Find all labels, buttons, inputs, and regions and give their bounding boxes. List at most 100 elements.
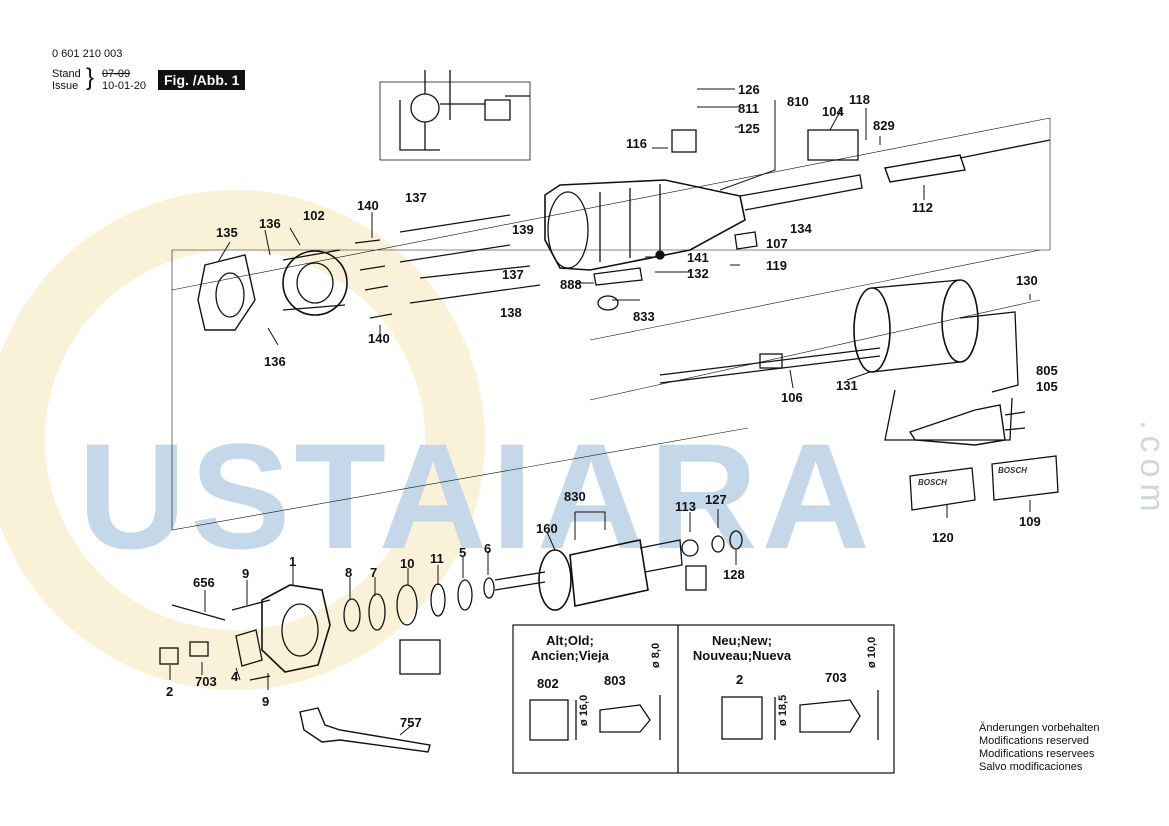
- label-9-top: 9: [242, 566, 250, 581]
- label-141: 141: [687, 250, 709, 265]
- note-fr: Modifications reservees: [979, 748, 1095, 760]
- label-116: 116: [626, 136, 647, 151]
- motor-housing: [544, 174, 863, 271]
- label-833: 833: [633, 309, 655, 324]
- part-number: 0 601 210 003: [52, 48, 123, 60]
- label-137-bottom: 137: [502, 267, 524, 282]
- stand-label: Stand: [52, 68, 81, 80]
- switch-parts: [593, 129, 1051, 311]
- label-136-bottom: 136: [264, 354, 286, 369]
- label-757: 757: [400, 715, 422, 730]
- power-cord: [884, 311, 1019, 441]
- label-2: 2: [166, 684, 174, 699]
- label-888: 888: [560, 277, 582, 292]
- label-9-bottom: 9: [262, 694, 270, 709]
- plate-brand-120: BOSCH: [918, 478, 947, 487]
- stator: [282, 249, 348, 316]
- guide-upper: [171, 117, 1051, 291]
- label-126: 126: [738, 82, 760, 97]
- spanner: [299, 707, 431, 753]
- note-en: Modifications reserved: [979, 735, 1090, 747]
- label-105: 105: [1036, 379, 1058, 394]
- plate-brand-109: BOSCH: [998, 466, 1027, 475]
- stand-value: 07-09: [102, 68, 131, 80]
- inset-label-2: 2: [736, 672, 744, 687]
- dim-old-outer: ø 16,0: [578, 694, 590, 726]
- label-139: 139: [512, 222, 534, 237]
- label-136-top: 136: [259, 216, 281, 231]
- label-113: 113: [675, 499, 696, 514]
- brush-rails: [354, 214, 541, 319]
- label-127: 127: [705, 492, 727, 507]
- note-es: Salvo modificaciones: [979, 761, 1083, 773]
- label-134: 134: [790, 221, 812, 236]
- label-830: 830: [564, 489, 586, 504]
- label-829: 829: [873, 118, 895, 133]
- label-104: 104: [822, 104, 844, 119]
- gear-head: [159, 577, 495, 681]
- label-11: 11: [430, 551, 444, 566]
- fan-cover: [197, 254, 256, 331]
- modification-notes: Änderungen vorbehalten Modifications res…: [979, 722, 1099, 774]
- inset-label-803: 803: [604, 673, 626, 688]
- dim-old-inner: ø 8,0: [650, 642, 662, 668]
- label-128: 128: [723, 567, 745, 582]
- brace-glyph: }: [86, 64, 95, 91]
- label-1: 1: [289, 554, 297, 569]
- wiring-schematic: [379, 70, 531, 161]
- label-106: 106: [781, 390, 803, 405]
- label-140-bottom: 140: [368, 331, 390, 346]
- collet-inset: [512, 624, 895, 774]
- watermark-side-text: .com: [1133, 420, 1169, 518]
- guide-right: [589, 249, 1041, 401]
- label-656: 656: [193, 575, 215, 590]
- label-805: 805: [1036, 363, 1058, 378]
- watermark-text: USTAIARA: [78, 412, 874, 580]
- label-811: 811: [738, 101, 759, 116]
- label-10: 10: [400, 556, 415, 571]
- note-de: Änderungen vorbehalten: [979, 722, 1100, 734]
- label-109: 109: [1019, 514, 1041, 529]
- label-137-top: 137: [405, 190, 427, 205]
- dim-new-outer: ø 18,5: [777, 694, 789, 726]
- guide-left: [171, 290, 749, 531]
- inset-new-title: Neu;New; Nouveau;Nueva: [692, 633, 792, 663]
- label-135: 135: [216, 225, 238, 240]
- label-112: 112: [912, 200, 933, 215]
- label-130: 130: [1016, 273, 1038, 288]
- label-138: 138: [500, 305, 522, 320]
- label-7: 7: [370, 565, 378, 580]
- label-6: 6: [484, 541, 492, 556]
- plug: [908, 404, 1026, 446]
- inset-label-703: 703: [825, 670, 847, 685]
- label-160: 160: [536, 521, 558, 536]
- leader-lines: [169, 88, 1031, 736]
- label-120: 120: [932, 530, 954, 545]
- issue-label: Issue: [52, 80, 79, 92]
- label-119: 119: [766, 258, 787, 273]
- cylinder-parts: [659, 279, 979, 384]
- armature: [494, 530, 743, 611]
- dim-new-inner: ø 10,0: [866, 636, 878, 668]
- label-810: 810: [787, 94, 809, 109]
- label-5: 5: [459, 545, 467, 560]
- label-102: 102: [303, 208, 325, 223]
- label-125: 125: [738, 121, 760, 136]
- label-118: 118: [849, 92, 870, 107]
- label-8: 8: [345, 565, 353, 580]
- issue-value: 10-01-20: [102, 80, 147, 92]
- inset-label-802: 802: [537, 676, 559, 691]
- watermark-ring: [0, 190, 485, 690]
- inset-old-title: Alt;Old; Ancien;Vieja: [531, 633, 609, 663]
- label-107: 107: [766, 236, 788, 251]
- label-132: 132: [687, 266, 709, 281]
- label-703: 703: [195, 674, 217, 689]
- nameplates: [909, 455, 1059, 511]
- label-140-top: 140: [357, 198, 379, 213]
- label-131: 131: [836, 378, 858, 393]
- label-4: 4: [231, 669, 239, 684]
- figure-label: Fig. /Abb. 1: [158, 70, 246, 90]
